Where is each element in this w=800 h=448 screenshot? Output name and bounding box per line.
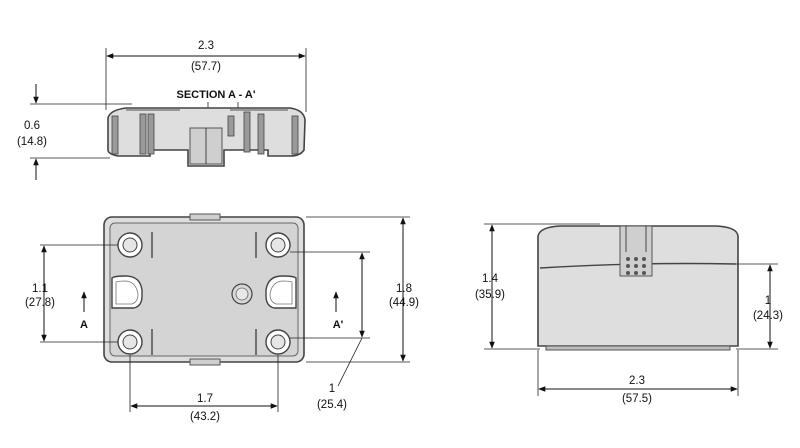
tv-offset-leader	[337, 337, 363, 387]
section-wall-2	[139, 113, 147, 155]
connector-pins	[626, 257, 646, 275]
section-label: SECTION A - A'	[176, 89, 255, 101]
top-view: 1.1 (27.8) A A' 1.8 (44.9) 1 (25.4) 1.7 …	[25, 213, 419, 423]
sv-inner-height-mm: (24.3)	[753, 310, 783, 322]
section-wall-4	[227, 115, 235, 137]
terminal-top-right	[255, 232, 291, 258]
top-view-tab-top	[189, 213, 221, 221]
top-view-tab-bottom	[189, 358, 221, 366]
section-view: 2.3 (57.7) 0.6 (14.8) SECTION A - A'	[17, 40, 307, 180]
top-view-inner	[109, 222, 299, 357]
section-wall-left	[111, 115, 119, 155]
tv-overall-height-in: 1.8	[396, 283, 412, 295]
tv-terminal-offset-in: 1	[329, 383, 335, 395]
sv-width-in: 2.3	[629, 375, 645, 387]
tv-terminal-spacing-in: 1.1	[32, 283, 48, 295]
tv-terminal-offset-mm: (25.4)	[317, 399, 347, 411]
section-width-in: 2.3	[198, 40, 214, 52]
side-view-base	[545, 345, 731, 351]
side-view-connector	[619, 225, 653, 277]
section-marker-right: A'	[333, 319, 344, 331]
tv-overall-height-mm: (44.9)	[389, 297, 419, 309]
section-height-mm: (14.8)	[17, 136, 47, 148]
section-height-in: 0.6	[24, 120, 40, 132]
sv-height-in: 1.4	[482, 273, 499, 285]
section-marker-left: A	[80, 319, 88, 331]
tv-hole-spacing-mm: (43.2)	[190, 411, 220, 423]
tv-terminal-spacing-mm: (27.8)	[25, 297, 55, 309]
side-view: 1.4 (35.9) 1 (24.3) 2.3 (57.5)	[475, 223, 783, 405]
tv-hole-spacing-in: 1.7	[197, 393, 213, 405]
sv-height-mm: (35.9)	[475, 289, 505, 301]
terminal-bottom-right	[255, 329, 291, 355]
section-wall-5	[243, 111, 251, 153]
section-width-mm: (57.7)	[191, 61, 221, 73]
section-wall-6	[257, 113, 265, 155]
section-wall-3	[147, 113, 155, 155]
section-wall-right	[291, 115, 299, 155]
terminal-bottom-left	[117, 329, 153, 355]
sv-inner-height-in: 1	[765, 295, 771, 307]
sv-width-mm: (57.5)	[622, 393, 652, 405]
side-view-body	[537, 225, 739, 347]
